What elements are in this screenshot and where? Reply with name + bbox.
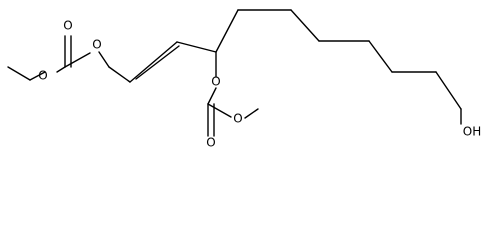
bond-lines — [7, 9, 462, 137]
atom-label: O — [206, 136, 215, 150]
atom-label: O — [233, 112, 242, 126]
hydroxyl-label: OH — [463, 125, 481, 139]
atom-label: O — [38, 69, 47, 83]
atom-label: O — [211, 75, 220, 89]
atom-label: O — [92, 38, 101, 52]
atom-label: O — [63, 19, 72, 33]
chemical-structure-diagram: O O O O O O OH — [7, 9, 481, 150]
